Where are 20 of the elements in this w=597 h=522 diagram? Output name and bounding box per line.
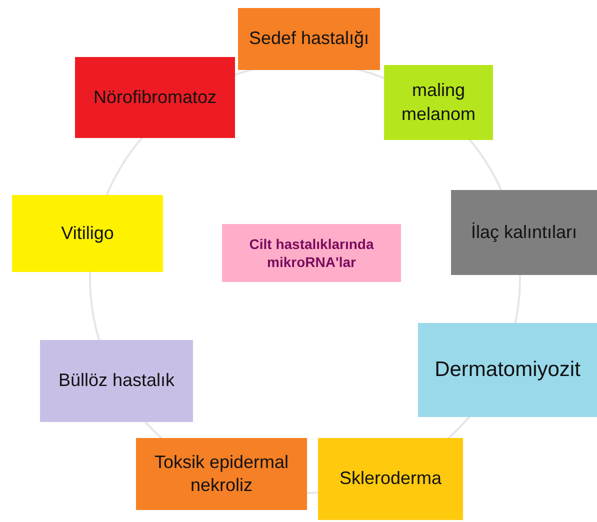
box-text: Dermatomiyozit bbox=[434, 357, 580, 384]
box-text: maling melanom bbox=[400, 79, 477, 126]
disease-box bbox=[75, 57, 235, 138]
disease-box bbox=[318, 438, 463, 520]
disease-box bbox=[12, 195, 163, 272]
box-text: Vitiligo bbox=[61, 222, 114, 245]
box-text: Büllöz hastalık bbox=[58, 369, 175, 392]
disease-box bbox=[40, 340, 193, 422]
box-text: Nörofibromatoz bbox=[93, 86, 217, 109]
disease-box bbox=[451, 190, 597, 275]
box-text: İlaç kalıntıları bbox=[470, 220, 578, 244]
box-text: Skleroderma bbox=[339, 467, 442, 490]
disease-box bbox=[136, 438, 307, 510]
box-text: Sedef hastalığı bbox=[248, 27, 370, 50]
center-label-box bbox=[222, 224, 401, 282]
box-text: Toksik epidermal nekroliz bbox=[153, 450, 290, 497]
disease-box bbox=[384, 65, 493, 140]
box-text: Cilt hastalıklarında mikroRNA'lar bbox=[248, 234, 375, 272]
disease-box bbox=[238, 8, 380, 70]
disease-box bbox=[418, 323, 597, 417]
